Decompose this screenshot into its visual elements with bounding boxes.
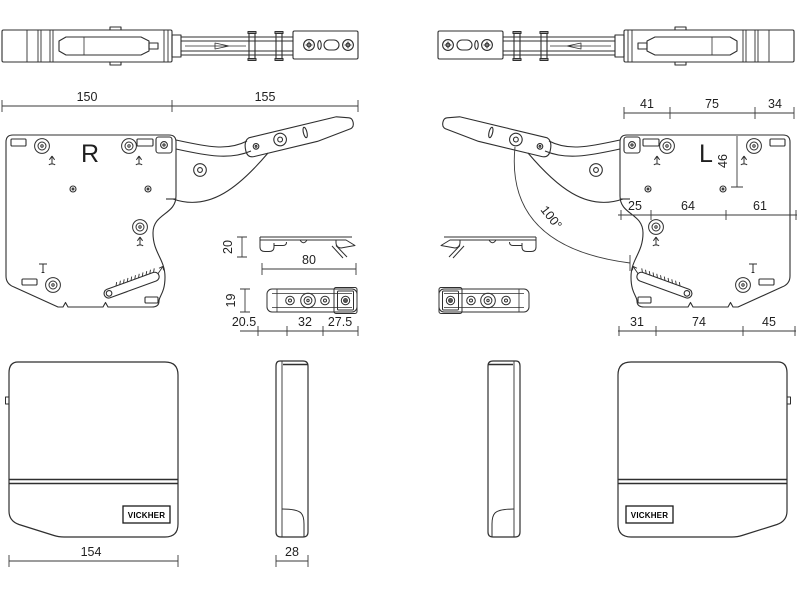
dim-label: 61	[753, 199, 767, 213]
dimension-bracket-width: 80	[261, 253, 357, 275]
brand-logo-text: VICKHER	[128, 511, 165, 520]
dim-label: 28	[285, 545, 299, 559]
plan-view-left-mechanism	[437, 26, 795, 66]
dim-label: 46	[716, 154, 730, 168]
dim-label: 64	[681, 199, 695, 213]
variant-label-right: R	[81, 140, 99, 168]
dimension-plate-vertical: 46	[716, 136, 743, 188]
dim-label: 27.5	[328, 315, 352, 329]
cover-cap-side-right	[275, 360, 309, 538]
dim-label: 32	[298, 315, 312, 329]
opening-angle-dimension: 100°	[513, 146, 631, 271]
dim-label: 154	[81, 545, 102, 559]
dimension-bracket-front-height: 19	[224, 288, 250, 313]
front-bracket-face-view-left	[438, 287, 530, 314]
plan-view-right-mechanism	[1, 26, 359, 66]
dimension-arm-right: 150 155	[1, 90, 359, 112]
dim-label: 155	[255, 90, 276, 104]
dim-label: 34	[768, 97, 782, 111]
front-bracket-side-view-left	[440, 236, 537, 259]
dimension-bracket-side-height: 20	[221, 236, 247, 258]
side-view-left-mechanism	[441, 113, 790, 307]
opening-angle-label: 100°	[538, 203, 565, 232]
brand-logo-right-cover: VICKHER	[122, 505, 171, 524]
dimension-cover-depth: 28	[275, 545, 309, 567]
dimension-cover-width: 154	[8, 545, 179, 567]
dim-label: 150	[77, 90, 98, 104]
dimension-plate-bottom: 31 74 45	[618, 315, 796, 336]
dimension-arm-left: 41 75 34	[623, 97, 795, 119]
dim-label: 31	[630, 315, 644, 329]
dimension-plate-mid: 25 64 61	[618, 199, 797, 220]
dim-label: 75	[705, 97, 719, 111]
dim-label: 25	[628, 199, 642, 213]
brand-logo-left-cover: VICKHER	[625, 505, 674, 524]
dim-label: 41	[640, 97, 654, 111]
dimension-bracket-bottom: 20.5 32 27.5	[232, 315, 359, 336]
cover-cap-side-left	[487, 360, 521, 538]
variant-label-left: L	[699, 140, 713, 168]
side-view-right-mechanism	[6, 113, 355, 307]
front-bracket-face-view-right	[266, 287, 358, 314]
brand-logo-text: VICKHER	[631, 511, 668, 520]
dim-label: 20.5	[232, 315, 256, 329]
dim-label: 80	[302, 253, 316, 267]
dim-label: 20	[221, 240, 235, 254]
dim-label: 19	[224, 294, 238, 308]
dim-label: 74	[692, 315, 706, 329]
dim-label: 45	[762, 315, 776, 329]
